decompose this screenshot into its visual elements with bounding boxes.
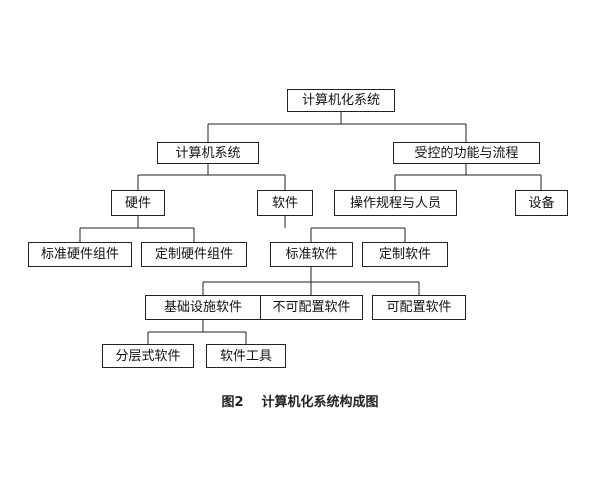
node-computerized-system: 计算机化系统 xyxy=(287,89,395,112)
node-standard-hardware: 标准硬件组件 xyxy=(28,242,132,267)
node-procedures-people: 操作规程与人员 xyxy=(334,190,457,216)
node-standard-software: 标准软件 xyxy=(270,242,353,267)
node-infrastructure-software: 基础设施软件 xyxy=(145,295,261,320)
figure-caption: 图2 计算机化系统构成图 xyxy=(0,391,600,410)
node-custom-software: 定制软件 xyxy=(362,242,448,267)
figure-title: 计算机化系统构成图 xyxy=(261,395,379,410)
figure-number: 图2 xyxy=(221,395,244,410)
node-layered-software: 分层式软件 xyxy=(102,344,194,368)
node-computer-system: 计算机系统 xyxy=(157,142,259,164)
node-software: 软件 xyxy=(257,190,313,216)
node-non-configurable-software: 不可配置软件 xyxy=(260,295,363,320)
node-hardware: 硬件 xyxy=(111,190,165,216)
node-equipment: 设备 xyxy=(515,190,568,216)
node-custom-hardware: 定制硬件组件 xyxy=(141,242,247,267)
node-configurable-software: 可配置软件 xyxy=(372,295,466,320)
node-controlled-functions: 受控的功能与流程 xyxy=(393,142,540,164)
node-software-tools: 软件工具 xyxy=(206,344,286,368)
